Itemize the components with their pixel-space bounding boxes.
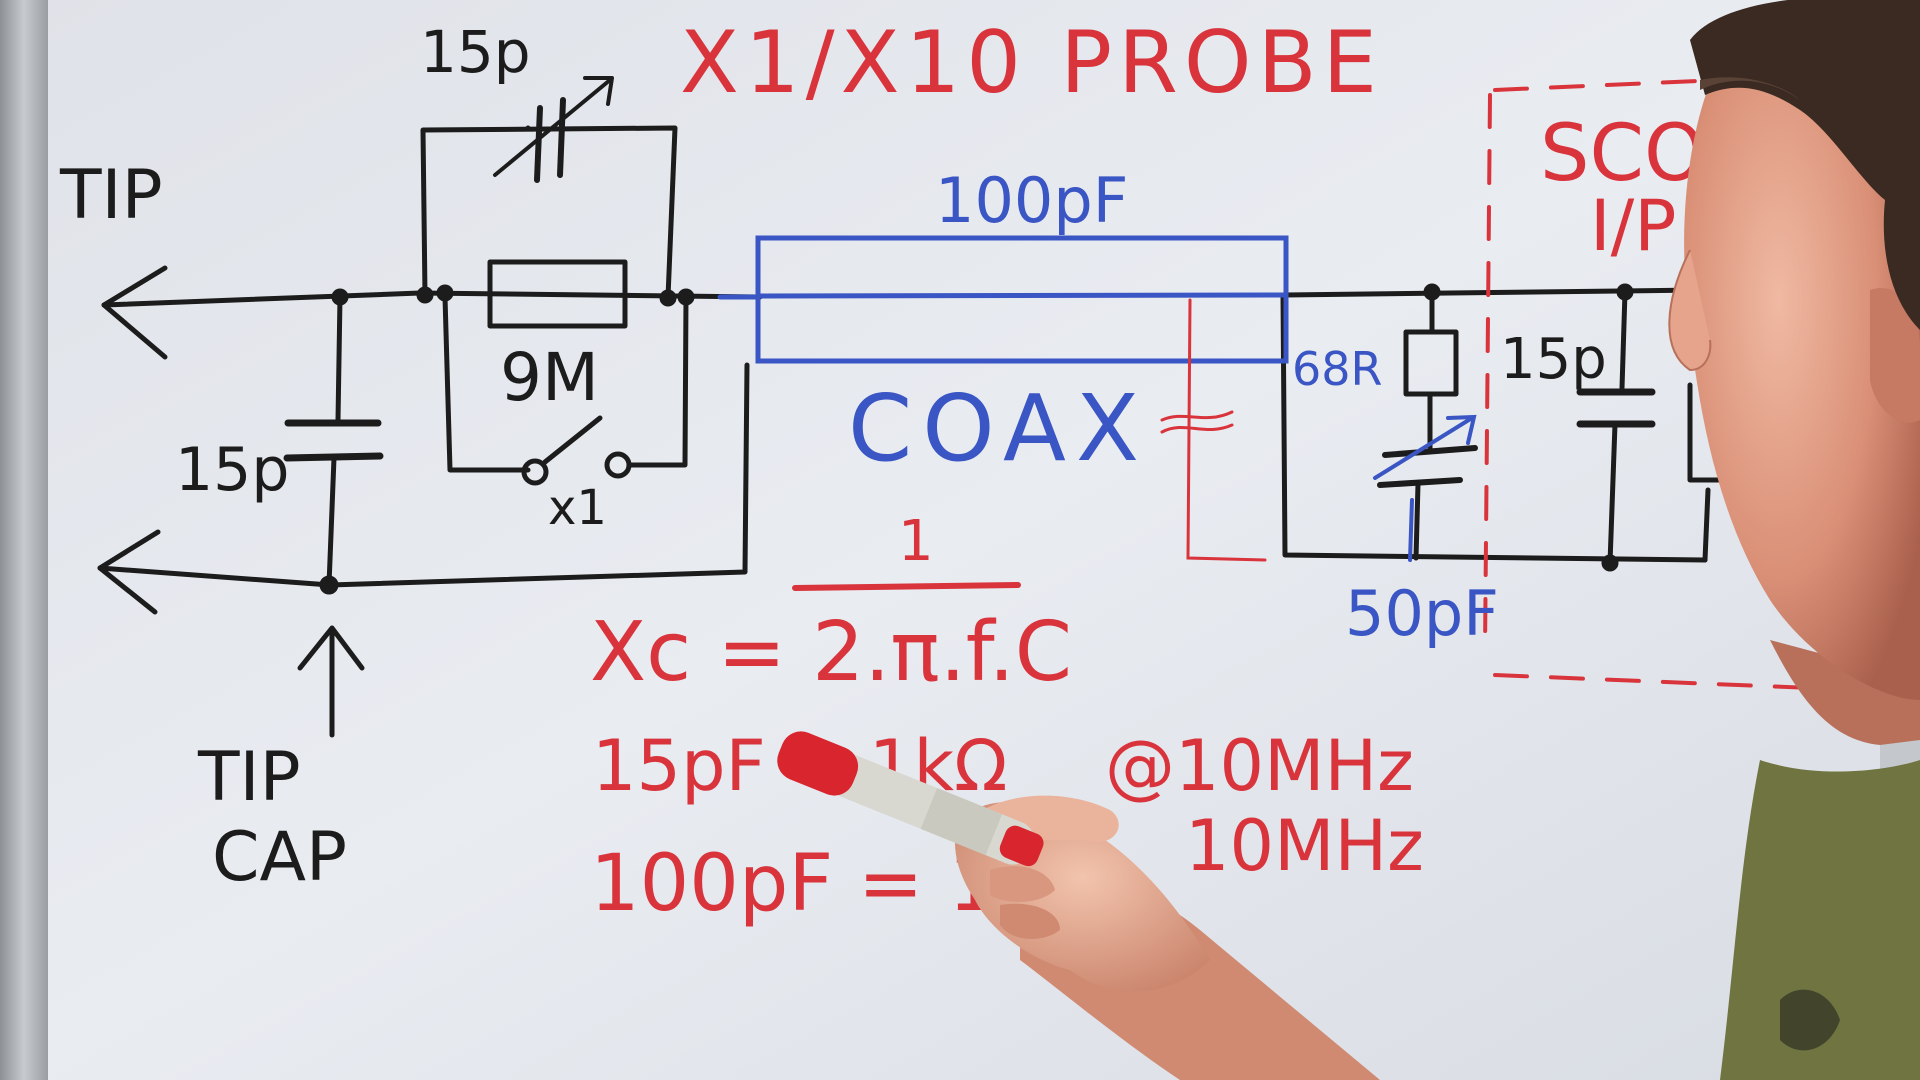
label-scope-cap: 15p <box>1500 327 1607 392</box>
presenter <box>1668 0 1920 1080</box>
presenter-hair <box>1690 0 1920 330</box>
label-resistor-9m: 9M <box>500 339 599 416</box>
label-tip-cap-value: 15p <box>175 435 289 505</box>
label-50pf: 50pF <box>1345 577 1499 650</box>
probe-circuit-black <box>97 76 1723 738</box>
label-tip: TIP <box>59 156 163 235</box>
label-trimmer-cap: 15p <box>420 18 531 86</box>
presenter-face <box>1684 34 1920 701</box>
tip-arrow-bottom <box>97 529 161 615</box>
label-tip-cap-line2: CAP <box>212 818 347 897</box>
resistor-9m <box>487 259 628 329</box>
formula-line1-right: @10MHz <box>1105 725 1414 807</box>
ground-wire <box>97 362 750 588</box>
label-tip-cap-line1: TIP <box>197 738 301 817</box>
board-title: X1/X10 PROBE <box>680 13 1383 113</box>
label-68r: 68R <box>1292 342 1383 396</box>
label-coax: COAX <box>848 375 1149 482</box>
formula-line2-right: 10MHz <box>1185 805 1424 887</box>
hand-with-marker <box>777 731 1380 1080</box>
tip-arrow-top <box>101 265 168 360</box>
label-switch-x1: x1 <box>548 480 607 536</box>
label-scope-line2: I/P <box>1590 185 1676 267</box>
marker-cap <box>777 731 859 796</box>
whiteboard-frame-left <box>0 0 48 1080</box>
formula-numerator: 1 <box>898 509 934 574</box>
presenter-shirt <box>1720 760 1920 1080</box>
coax-drawing-blue <box>717 235 1477 562</box>
label-coax-cap: 100pF <box>935 164 1128 237</box>
formula-xc: Xc = 2.π.f.C <box>590 605 1072 700</box>
